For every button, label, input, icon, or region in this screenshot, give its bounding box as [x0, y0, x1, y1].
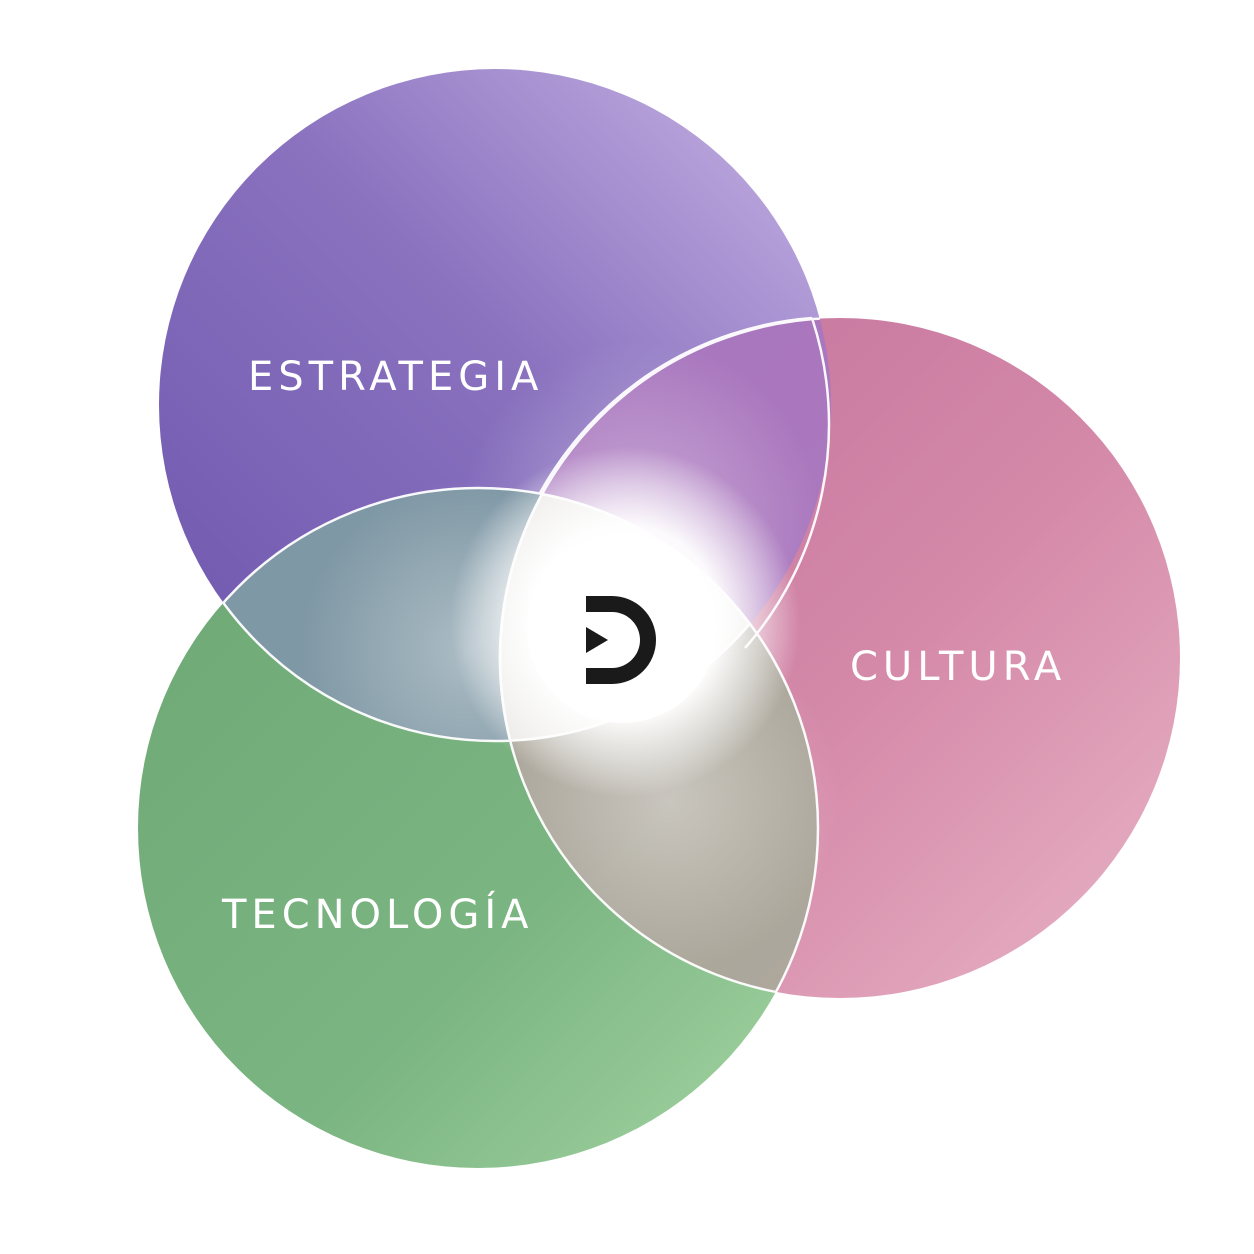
brand-logo-icon: [586, 596, 656, 684]
cultura-label: CULTURA: [850, 644, 1067, 690]
cultura-outline-lower: [498, 488, 818, 1000]
estrategia-cultura-outline: [744, 317, 831, 649]
tecnologia-outline-right: [500, 486, 820, 998]
estrategia-label: ESTRATEGIA: [248, 354, 544, 400]
overlap-outlines: [157, 316, 831, 1000]
estrategia-outline: [157, 488, 818, 743]
center-glow: [450, 447, 818, 797]
tecnologia-outline: [159, 486, 820, 741]
tecnologia-label: TECNOLOGÍA: [222, 892, 534, 938]
estrategia-cultura-outline-2: [538, 316, 813, 494]
